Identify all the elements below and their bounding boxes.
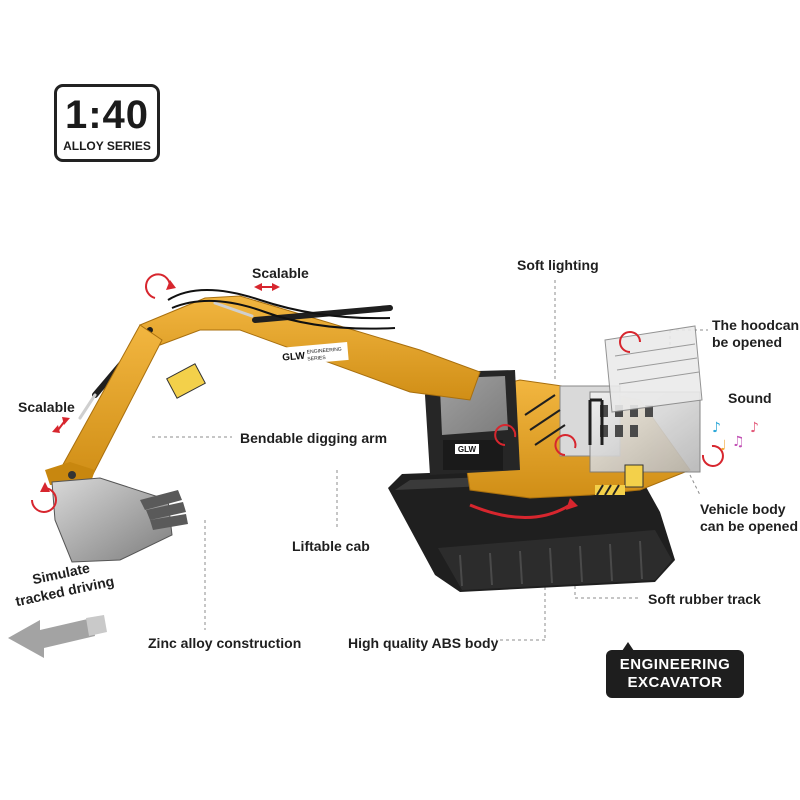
bucket (51, 477, 188, 563)
svg-text:♪: ♪ (750, 420, 759, 436)
label-bendable-arm: Bendable digging arm (240, 430, 388, 446)
motion-arrows (31, 273, 724, 519)
svg-text:♩: ♩ (720, 438, 727, 454)
cab-brand-text: GLW (458, 445, 477, 454)
label-zinc-alloy: Zinc alloy construction (148, 635, 302, 651)
badge-tail (622, 642, 634, 651)
arrow-heads (40, 280, 578, 510)
arm-brand-text: GLW (282, 351, 306, 364)
engineering-excavator-badge: ENGINEERING EXCAVATOR (606, 642, 744, 698)
scale-ratio: 1:40 (64, 93, 150, 137)
label-soft-lighting: Soft lighting (517, 257, 599, 273)
badge-line-2: EXCAVATOR (627, 674, 723, 691)
svg-text:♪: ♪ (712, 420, 721, 436)
label-body-open-2: can be opened (700, 518, 799, 534)
scale-series: ALLOY SERIES (63, 139, 151, 153)
label-sound: Sound (728, 390, 772, 406)
label-body-open-1: Vehicle body (700, 501, 786, 517)
scale-badge: 1:40 ALLOY SERIES (54, 84, 160, 162)
driving-arrow-icon (8, 615, 107, 658)
label-scalable-top: Scalable (252, 265, 309, 281)
stick-arm (45, 324, 163, 485)
label-abs-body: High quality ABS body (348, 635, 499, 651)
label-hoodcan-1: The hoodcan (712, 317, 800, 333)
label-hoodcan-2: be opened (712, 334, 783, 350)
label-scalable-left: Scalable (18, 399, 75, 415)
label-liftable-cab: Liftable cab (292, 538, 370, 554)
music-notes-icon: ♪ ♫ ♪ ♩ (712, 420, 759, 454)
arm-series-text-1: ENGINEERING (307, 346, 343, 355)
label-rubber-track: Soft rubber track (648, 591, 761, 607)
arm-series-text-2: SERIES (307, 355, 326, 363)
svg-text:♫: ♫ (732, 434, 745, 450)
badge-line-1: ENGINEERING (619, 656, 731, 673)
